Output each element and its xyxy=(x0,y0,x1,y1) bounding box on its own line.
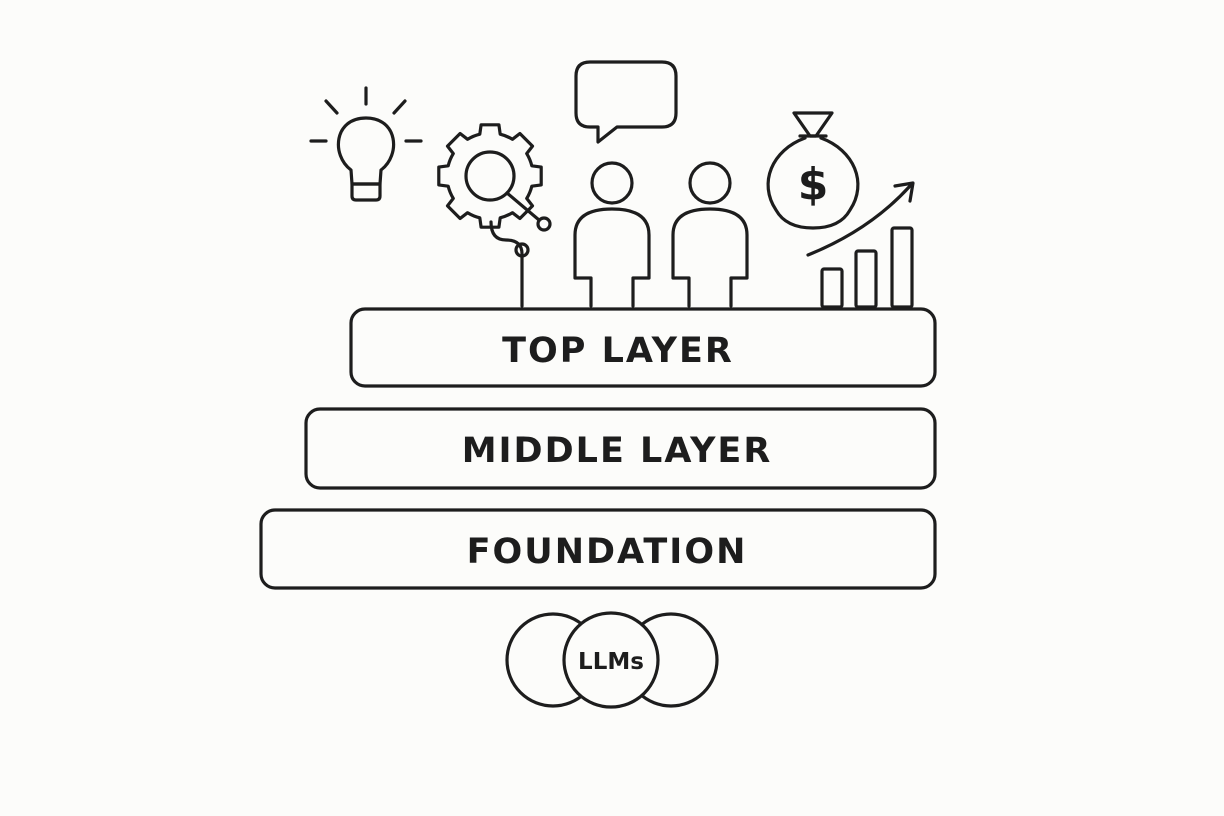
person-icon xyxy=(671,161,749,308)
middle-layer-label: MIDDLE LAYER xyxy=(462,431,773,471)
top-layer-label: TOP LAYER xyxy=(502,331,734,371)
llm-label: LLMs xyxy=(578,649,644,675)
money-bag-symbol: $ xyxy=(798,159,829,210)
money-bag-icon: $ xyxy=(766,111,860,230)
growth-chart-icon xyxy=(806,181,915,309)
llm-circles: LLMs xyxy=(505,611,719,709)
foundation-layer: FOUNDATION xyxy=(259,508,937,590)
gear-magnifier-icon xyxy=(437,123,552,308)
lightbulb-icon xyxy=(309,86,423,202)
middle-layer: MIDDLE LAYER xyxy=(304,407,937,490)
top-layer: TOP LAYER xyxy=(349,307,937,388)
speech-bubble-icon xyxy=(574,60,678,144)
person-icon xyxy=(573,161,651,308)
foundation-label: FOUNDATION xyxy=(467,532,748,572)
